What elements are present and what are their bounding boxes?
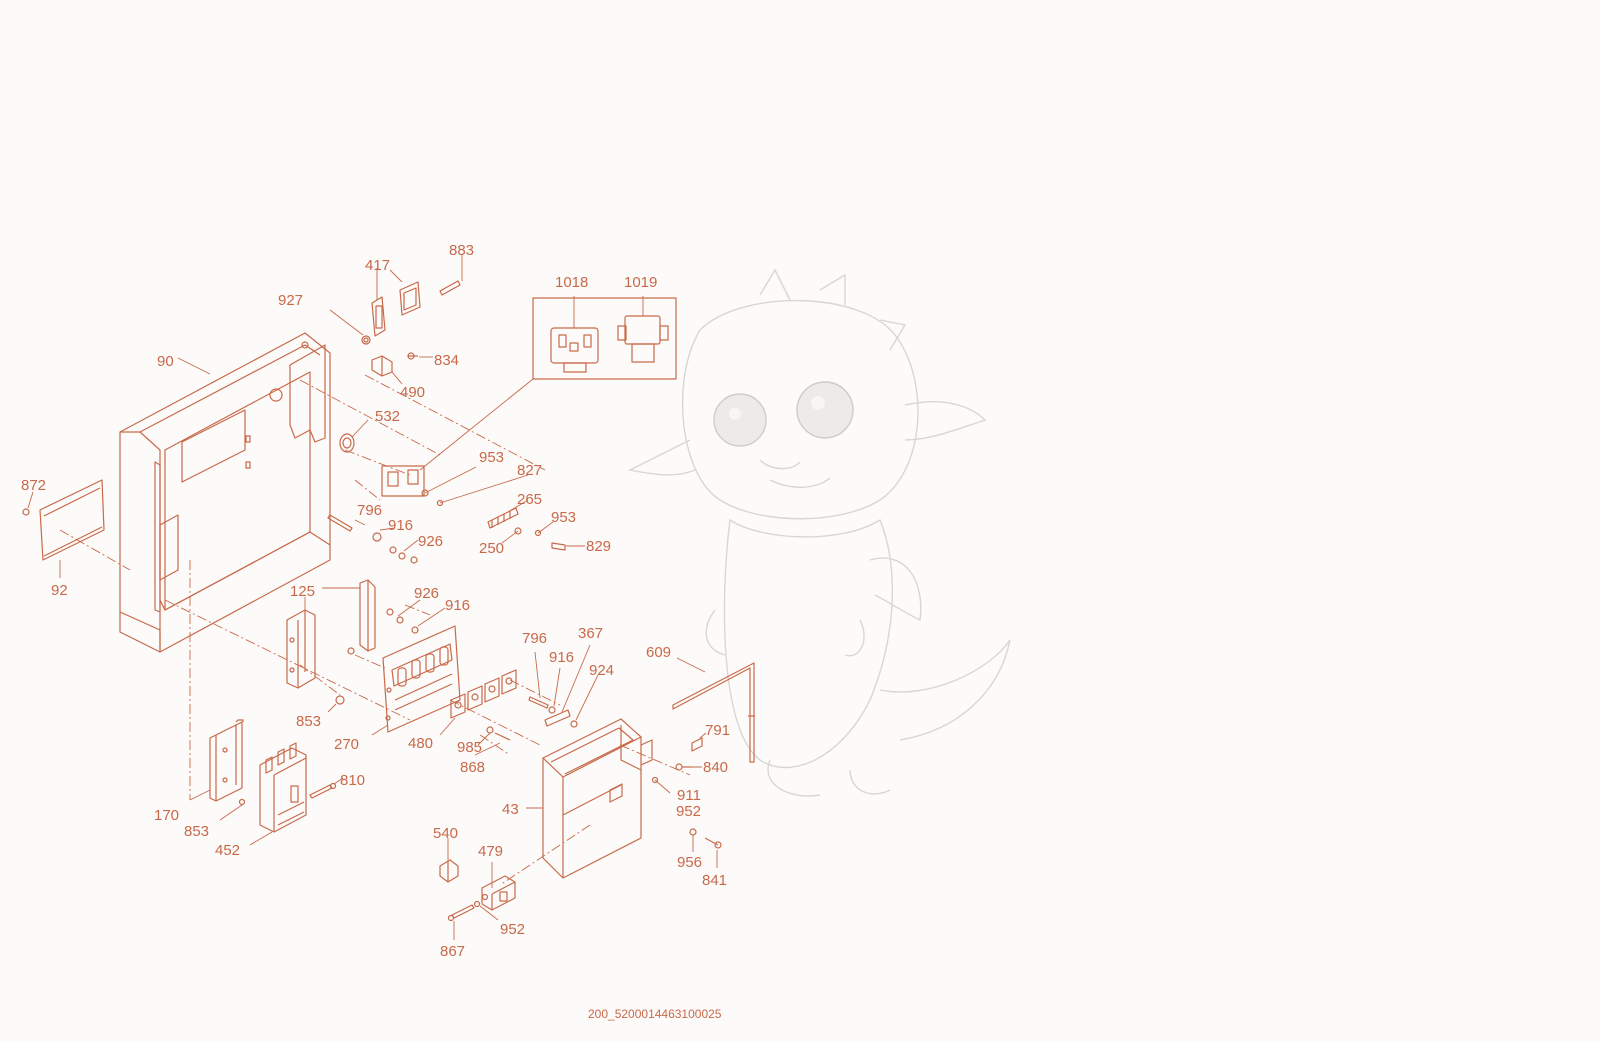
- fuse-block-270: [347, 625, 461, 736]
- callout-853-lower: 853: [184, 823, 209, 840]
- callout-834: 834: [434, 352, 459, 369]
- callout-952-lower: 952: [500, 921, 525, 938]
- fastener-985-868: [474, 726, 511, 756]
- callout-265: 265: [517, 491, 542, 508]
- callout-90: 90: [157, 353, 174, 370]
- callout-796-upper: 796: [357, 502, 382, 519]
- callout-479: 479: [478, 843, 503, 860]
- callout-829: 829: [586, 538, 611, 555]
- top-hardware-group: [329, 254, 463, 453]
- fastener-group-mid: [386, 599, 446, 634]
- cover-plate-92: [22, 479, 105, 578]
- terminal-block-480: [439, 669, 517, 736]
- rod-609: [672, 657, 755, 763]
- bracket-125: [286, 597, 316, 689]
- callout-labels: 883 417 927 90 834 490 532 953 827 265 9…: [21, 242, 730, 960]
- callout-841: 841: [702, 872, 727, 889]
- inset-label-1019: 1019: [624, 274, 657, 291]
- callout-540: 540: [433, 825, 458, 842]
- callout-417: 417: [365, 257, 390, 274]
- callout-250: 250: [479, 540, 504, 557]
- fastener-group-43: [651, 732, 707, 794]
- callout-92: 92: [51, 582, 68, 599]
- callout-867: 867: [440, 943, 465, 960]
- inset-label-1018: 1018: [555, 274, 588, 291]
- callout-985: 985: [457, 739, 482, 756]
- callout-926-upper: 926: [418, 533, 443, 550]
- screw-810: [309, 777, 344, 799]
- fastener-853: [219, 695, 345, 821]
- callout-367: 367: [578, 625, 603, 642]
- callout-490: 490: [400, 384, 425, 401]
- callout-43: 43: [502, 801, 519, 818]
- bottom-hardware-group: [439, 838, 516, 940]
- callout-480: 480: [408, 735, 433, 752]
- enclosure-90: [119, 332, 331, 653]
- callout-853-mid: 853: [296, 713, 321, 730]
- assembly-centerlines: [59, 374, 691, 886]
- callout-827: 827: [517, 462, 542, 479]
- callout-125: 125: [290, 583, 315, 600]
- callout-926-mid: 926: [414, 585, 439, 602]
- callout-796-lower: 796: [522, 630, 547, 647]
- fastener-956-841: [689, 828, 722, 868]
- dragon-mascot-watermark: [627, 268, 1011, 797]
- drawing-id: 200_5200014463100025: [588, 1007, 722, 1021]
- callout-868: 868: [460, 759, 485, 776]
- bracket-170: [189, 719, 244, 802]
- callout-916-upper: 916: [388, 517, 413, 534]
- callout-953-upper: 953: [479, 449, 504, 466]
- callout-810: 810: [340, 772, 365, 789]
- din-rail-bracket: [322, 579, 376, 652]
- callout-924: 924: [589, 662, 614, 679]
- callout-532: 532: [375, 408, 400, 425]
- callout-840: 840: [703, 759, 728, 776]
- callout-953-lower: 953: [551, 509, 576, 526]
- fastener-group-right: [528, 644, 599, 728]
- callout-952-mid: 952: [676, 803, 701, 820]
- inset-detail-box: [419, 296, 677, 471]
- breaker-452: [249, 742, 307, 846]
- callout-452: 452: [215, 842, 240, 859]
- fastener-group-upper: [327, 514, 419, 564]
- callout-872: 872: [21, 477, 46, 494]
- callout-911: 911: [677, 787, 701, 804]
- callout-916-mid: 916: [445, 597, 470, 614]
- relay-bracket-group: [381, 465, 585, 551]
- callout-916-lower: 916: [549, 649, 574, 666]
- callout-791: 791: [705, 722, 730, 739]
- connector-1018: [550, 296, 599, 373]
- callout-170: 170: [154, 807, 179, 824]
- callout-270: 270: [334, 736, 359, 753]
- housing-43: [526, 718, 653, 879]
- callout-609: 609: [646, 644, 671, 661]
- callout-956: 956: [677, 854, 702, 871]
- callout-927: 927: [278, 292, 303, 309]
- callout-883: 883: [449, 242, 474, 259]
- connector-1019: [617, 296, 669, 363]
